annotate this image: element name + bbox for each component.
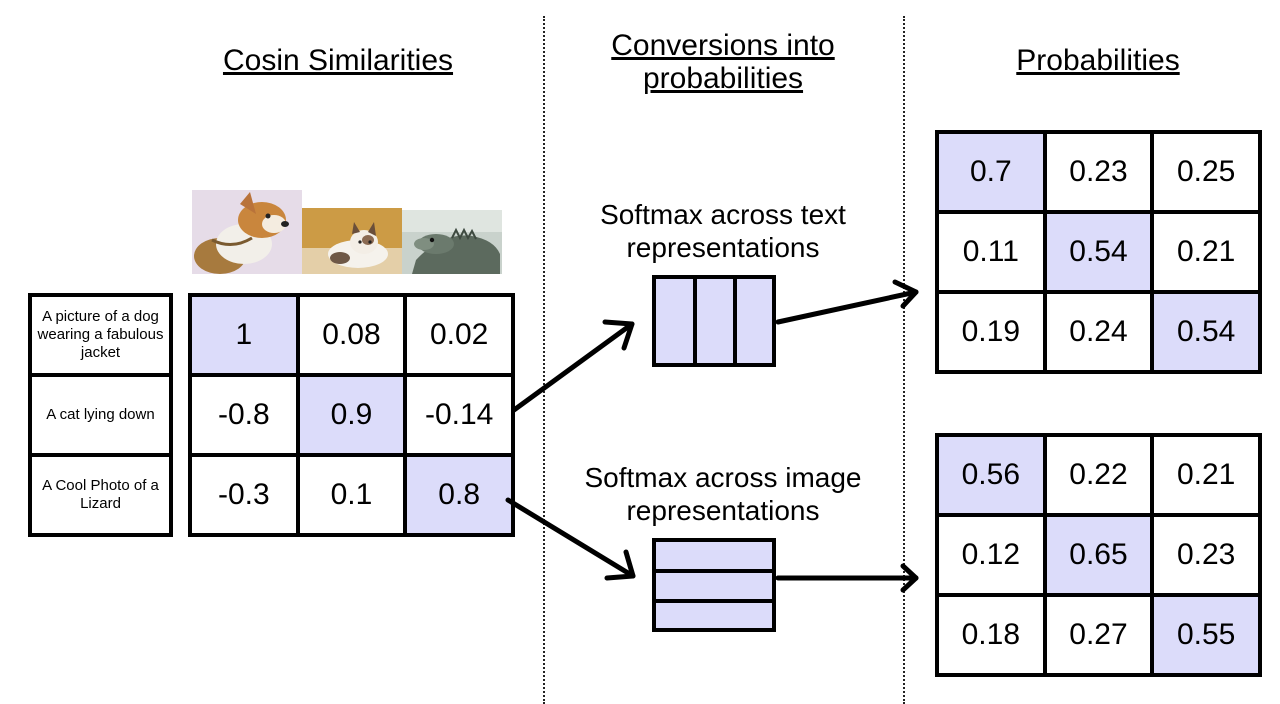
- similarity-cell: -0.8: [188, 373, 300, 457]
- probability-cell: 0.12: [935, 513, 1047, 597]
- cosine-similarity-matrix: 1 0.08 0.02 -0.8 0.9 -0.14 -0.3 0.1 0.8: [188, 293, 515, 537]
- similarity-cell: 0.8: [403, 453, 515, 537]
- dog-photo: [192, 190, 302, 274]
- probability-matrix-text: 0.7 0.23 0.25 0.11 0.54 0.21 0.19 0.24 0…: [935, 130, 1262, 374]
- probability-cell: 0.11: [935, 210, 1047, 294]
- probability-cell: 0.23: [1042, 130, 1155, 214]
- softmax-text-icon: [652, 275, 776, 367]
- probability-cell: 0.18: [935, 593, 1047, 677]
- softmax-image-label-line2: representations: [626, 495, 820, 526]
- softmax-text-label-line2: representations: [626, 232, 820, 263]
- similarity-cell: -0.3: [188, 453, 300, 537]
- probability-cell: 0.21: [1150, 210, 1262, 294]
- probability-cell: 0.23: [1150, 513, 1262, 597]
- heading-conversions-line2: probabilities: [642, 62, 804, 95]
- text-prompt-cell: A cat lying down: [28, 373, 173, 457]
- probability-cell: 0.56: [935, 433, 1047, 517]
- similarity-cell: 0.02: [403, 293, 515, 377]
- probability-cell: 0.25: [1150, 130, 1262, 214]
- text-prompts-table: A picture of a dog wearing a fabulous ja…: [28, 293, 173, 537]
- softmax-image-icon: [652, 538, 776, 632]
- probability-cell: 0.24: [1042, 290, 1155, 374]
- probability-cell: 0.22: [1042, 433, 1155, 517]
- softmax-image-label-line1: Softmax across image: [584, 462, 862, 493]
- probability-cell: 0.27: [1042, 593, 1155, 677]
- similarity-cell: 0.1: [295, 453, 408, 537]
- probability-cell: 0.55: [1150, 593, 1262, 677]
- heading-probabilities: Probabilities: [1016, 44, 1180, 77]
- similarity-cell: 0.08: [295, 293, 408, 377]
- heading-cosine-similarities: Cosin Similarities: [222, 44, 454, 77]
- divider-left: [543, 16, 545, 704]
- probability-cell: 0.7: [935, 130, 1047, 214]
- probability-cell: 0.19: [935, 290, 1047, 374]
- text-prompt-cell: A Cool Photo of a Lizard: [28, 453, 173, 537]
- heading-conversions-line1: Conversions into: [611, 29, 835, 62]
- cat-photo: [302, 208, 402, 274]
- probability-cell: 0.65: [1042, 513, 1155, 597]
- divider-right: [903, 16, 905, 704]
- lizard-photo: [402, 210, 502, 274]
- probability-cell: 0.54: [1042, 210, 1155, 294]
- text-prompt-cell: A picture of a dog wearing a fabulous ja…: [28, 293, 173, 377]
- similarity-cell: 1: [188, 293, 300, 377]
- similarity-cell: -0.14: [403, 373, 515, 457]
- probability-cell: 0.54: [1150, 290, 1262, 374]
- probability-matrix-image: 0.56 0.22 0.21 0.12 0.65 0.23 0.18 0.27 …: [935, 433, 1262, 677]
- similarity-cell: 0.9: [295, 373, 408, 457]
- softmax-text-label-line1: Softmax across text: [600, 199, 846, 230]
- probability-cell: 0.21: [1150, 433, 1262, 517]
